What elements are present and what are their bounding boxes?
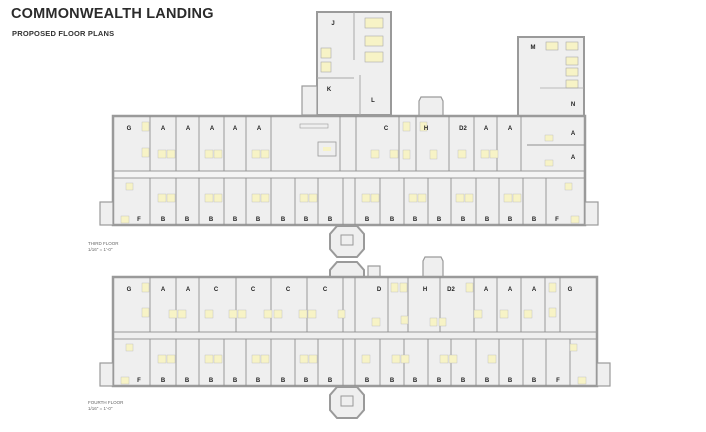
unit-label: B bbox=[508, 217, 513, 223]
unit-label: B bbox=[209, 217, 214, 223]
unit-label: A bbox=[257, 126, 262, 132]
unit-label: B bbox=[365, 378, 370, 384]
unit-label: A bbox=[210, 126, 215, 132]
unit-label: B bbox=[209, 378, 214, 384]
unit-label: D2 bbox=[459, 126, 467, 132]
unit-label: F bbox=[137, 378, 141, 384]
unit-label: B bbox=[413, 217, 418, 223]
fourth-floor-plan: G A A C C C C D H D2 A A A G F B B B B B… bbox=[99, 256, 611, 419]
unit-label: C bbox=[384, 126, 389, 132]
unit-label: B bbox=[185, 217, 190, 223]
unit-label: B bbox=[437, 217, 442, 223]
unit-label: A bbox=[186, 126, 191, 132]
unit-label: B bbox=[532, 217, 537, 223]
unit-label: F bbox=[137, 217, 141, 223]
unit-label: A bbox=[484, 287, 489, 293]
unit-label: B bbox=[365, 217, 370, 223]
unit-label: C bbox=[251, 287, 256, 293]
unit-label: B bbox=[161, 378, 166, 384]
page-subtitle: PROPOSED FLOOR PLANS bbox=[12, 29, 115, 38]
unit-label: A bbox=[484, 126, 489, 132]
unit-label: F bbox=[556, 378, 560, 384]
fourth-floor-label: FOURTH FLOOR 1/16" = 1'-0" bbox=[88, 400, 123, 412]
unit-label: A bbox=[508, 287, 513, 293]
unit-label: B bbox=[328, 378, 333, 384]
unit-label: A bbox=[233, 126, 238, 132]
unit-label: B bbox=[461, 378, 466, 384]
unit-label: A bbox=[571, 155, 576, 161]
unit-label: M bbox=[531, 45, 536, 51]
unit-label: H bbox=[423, 287, 427, 293]
unit-label: C bbox=[214, 287, 219, 293]
third-floor-plan: G A A A A A C H D2 A A A A J K L M N F B… bbox=[99, 11, 599, 258]
unit-label: D bbox=[377, 287, 382, 293]
unit-label: J bbox=[331, 21, 334, 27]
unit-label: A bbox=[186, 287, 191, 293]
unit-label: B bbox=[508, 378, 513, 384]
unit-label: B bbox=[485, 378, 490, 384]
unit-label: A bbox=[571, 131, 576, 137]
unit-label: K bbox=[327, 87, 332, 93]
unit-label: A bbox=[161, 287, 166, 293]
unit-label: B bbox=[304, 378, 309, 384]
unit-label: B bbox=[281, 217, 286, 223]
unit-label: B bbox=[304, 217, 309, 223]
fourth-floor-scale: 1/16" = 1'-0" bbox=[88, 406, 113, 411]
third-floor-scale: 1/16" = 1'-0" bbox=[88, 247, 113, 252]
unit-label: F bbox=[555, 217, 559, 223]
page-title: COMMONWEALTH LANDING bbox=[11, 6, 214, 22]
unit-label: B bbox=[390, 378, 395, 384]
unit-label: H bbox=[424, 126, 428, 132]
unit-label: B bbox=[256, 217, 261, 223]
unit-label: B bbox=[256, 378, 261, 384]
unit-label: B bbox=[485, 217, 490, 223]
unit-label: B bbox=[233, 217, 238, 223]
unit-label: D2 bbox=[447, 287, 455, 293]
unit-label: B bbox=[390, 217, 395, 223]
unit-label: A bbox=[508, 126, 513, 132]
unit-label: C bbox=[323, 287, 328, 293]
unit-label: A bbox=[161, 126, 166, 132]
unit-label: A bbox=[532, 287, 537, 293]
unit-label: G bbox=[127, 126, 132, 132]
unit-label: G bbox=[568, 287, 573, 293]
unit-label: L bbox=[371, 98, 375, 104]
unit-label: B bbox=[413, 378, 418, 384]
unit-label: B bbox=[532, 378, 537, 384]
unit-label: N bbox=[571, 102, 575, 108]
unit-label: B bbox=[328, 217, 333, 223]
unit-label: B bbox=[161, 217, 166, 223]
unit-label: B bbox=[185, 378, 190, 384]
third-floor-name: THIRD FLOOR bbox=[88, 241, 119, 246]
unit-label: B bbox=[437, 378, 442, 384]
third-floor-label: THIRD FLOOR 1/16" = 1'-0" bbox=[88, 241, 119, 253]
unit-label: B bbox=[461, 217, 466, 223]
unit-label: C bbox=[286, 287, 291, 293]
unit-label: B bbox=[281, 378, 286, 384]
unit-label: G bbox=[127, 287, 132, 293]
fourth-floor-name: FOURTH FLOOR bbox=[88, 400, 124, 405]
unit-label: B bbox=[233, 378, 238, 384]
